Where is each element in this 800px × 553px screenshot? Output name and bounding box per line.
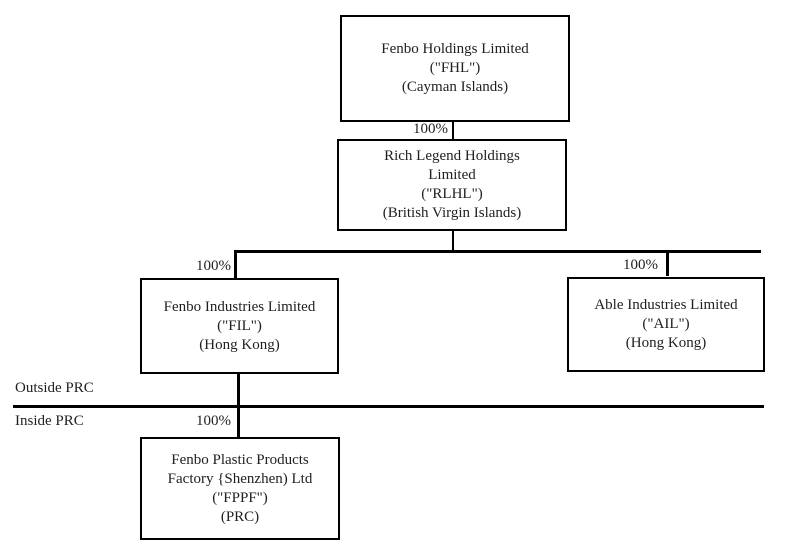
node-rlhl-jurisdiction: (British Virgin Islands) (382, 205, 522, 221)
node-fhl-jurisdiction: (Cayman Islands) (401, 79, 509, 95)
node-fil: Fenbo Industries Limited ("FIL") (Hong K… (140, 278, 339, 374)
node-fppf-jurisdiction: (PRC) (220, 508, 260, 525)
connector-fhl-rlhl-line (452, 122, 454, 139)
node-fhl-name: Fenbo Holdings Limited (381, 41, 529, 57)
node-fppf-name-line1: Fenbo Plastic Products (171, 451, 309, 468)
node-rlhl-name-line1: Rich Legend Holdings (384, 148, 520, 164)
prc-divider-line (13, 405, 764, 408)
node-fppf-abbr: ("FPPF") (212, 489, 268, 506)
node-fil-jurisdiction: (Hong Kong) (199, 336, 280, 353)
node-fil-abbr: ("FIL") (217, 317, 262, 334)
node-ail-jurisdiction: (Hong Kong) (625, 335, 707, 351)
node-fil-name: Fenbo Industries Limited (163, 298, 316, 315)
ownership-label-fil-fppf: 100% (196, 413, 231, 429)
branch-horizontal-line (234, 250, 761, 253)
node-fhl-abbr: ("FHL") (429, 60, 481, 76)
node-ail: Able Industries Limited ("AIL") (Hong Ko… (567, 277, 765, 372)
node-fhl: Fenbo Holdings Limited ("FHL") (Cayman I… (340, 15, 570, 122)
node-ail-abbr: ("AIL") (642, 316, 690, 332)
ownership-label-rlhl-fil: 100% (196, 258, 231, 274)
region-label-inside-prc: Inside PRC (15, 413, 84, 429)
node-rlhl: Rich Legend Holdings Limited ("RLHL") (B… (337, 139, 567, 231)
region-label-outside-prc: Outside PRC (15, 380, 94, 396)
ownership-label-fhl-rlhl: 100% (413, 121, 448, 137)
connector-branch-fil-line (234, 250, 237, 278)
node-fppf: Fenbo Plastic Products Factory {Shenzhen… (140, 437, 340, 540)
connector-rlhl-branch-line (452, 231, 454, 251)
connector-branch-ail-line (666, 253, 669, 276)
node-ail-name: Able Industries Limited (594, 297, 738, 313)
ownership-label-rlhl-ail: 100% (623, 257, 658, 273)
node-fppf-name-line2: Factory {Shenzhen) Ltd (167, 470, 313, 487)
node-rlhl-abbr: ("RLHL") (421, 186, 483, 202)
node-rlhl-name-line2: Limited (428, 167, 476, 183)
